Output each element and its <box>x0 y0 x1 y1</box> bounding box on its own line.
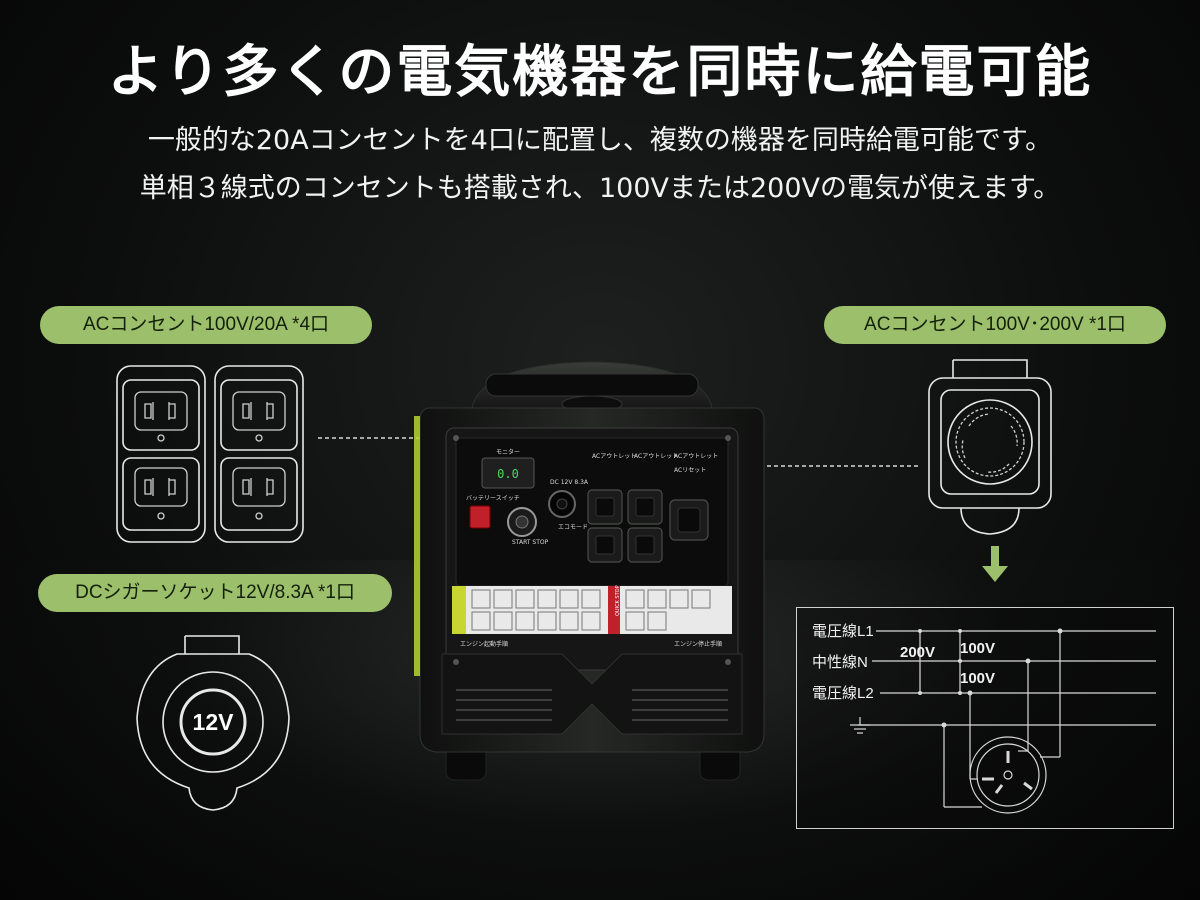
diagram-value-100v-upper: 100V <box>960 640 995 657</box>
diagram-value-100v-lower: 100V <box>960 670 995 687</box>
diagram-label-l1: 電圧線L1 <box>812 623 874 640</box>
panel-display-readout: 0.0 <box>497 467 519 481</box>
diagram-label-l2: 電圧線L2 <box>812 685 874 702</box>
label-ac-200v-outlet: ACコンセント100V･200V *1口 <box>824 306 1166 344</box>
panel-dc-label: DC 12V 8.3A <box>550 479 589 486</box>
description-line-2: 単相３線式のコンセントも搭載され、100Vまたは200Vの電気が使えます。 <box>139 173 1061 204</box>
wiring-diagram: 電圧線L1 中性線N 電圧線L2 200V 100V 100V <box>796 607 1174 829</box>
ac-200v-outlet-illustration <box>928 359 1052 535</box>
panel-ac-label-3: ACアウトレット <box>674 452 718 460</box>
dc-socket-illustration: 12V <box>136 635 290 811</box>
panel-stop-procedure-label: エンジン停止手順 <box>674 640 722 648</box>
panel-ac-label-2: ACアウトレット <box>634 452 678 460</box>
label-ac-20a-outlets: ACコンセント100V/20A *4口 <box>40 306 372 344</box>
dc-voltage-text: 12V <box>193 709 235 735</box>
panel-switch-label: バッテリースイッチ <box>466 495 520 502</box>
ac-20a-outlet-illustration <box>116 365 304 543</box>
panel-ac-label-1: ACアウトレット <box>592 452 636 460</box>
generator-illustration: 0.0 モニター バッテリースイッチ START STOP DC 12V 8.3… <box>414 361 765 781</box>
panel-eco-label: エコモード <box>558 524 588 531</box>
diagram-value-200v: 200V <box>900 644 935 661</box>
panel-monitor-label: モニター <box>496 448 520 456</box>
panel-start-procedure-label: エンジン起動手順 <box>460 640 508 648</box>
diagram-label-n: 中性線N <box>812 654 868 671</box>
description-line-1: 一般的な20Aコンセントを4口に配置し、複数の機器を同時給電可能です。 <box>147 125 1053 156</box>
panel-ac-label-4: ACリセット <box>674 467 706 474</box>
arrow-down-icon <box>982 546 1008 582</box>
panel-start-button-label: START STOP <box>512 539 549 546</box>
page-title: より多くの電気機器を同時に給電可能 <box>107 40 1093 105</box>
panel-quick-stop-label: QUICK STOP <box>615 585 621 616</box>
label-dc-socket: DCシガーソケット12V/8.3A *1口 <box>38 574 392 612</box>
